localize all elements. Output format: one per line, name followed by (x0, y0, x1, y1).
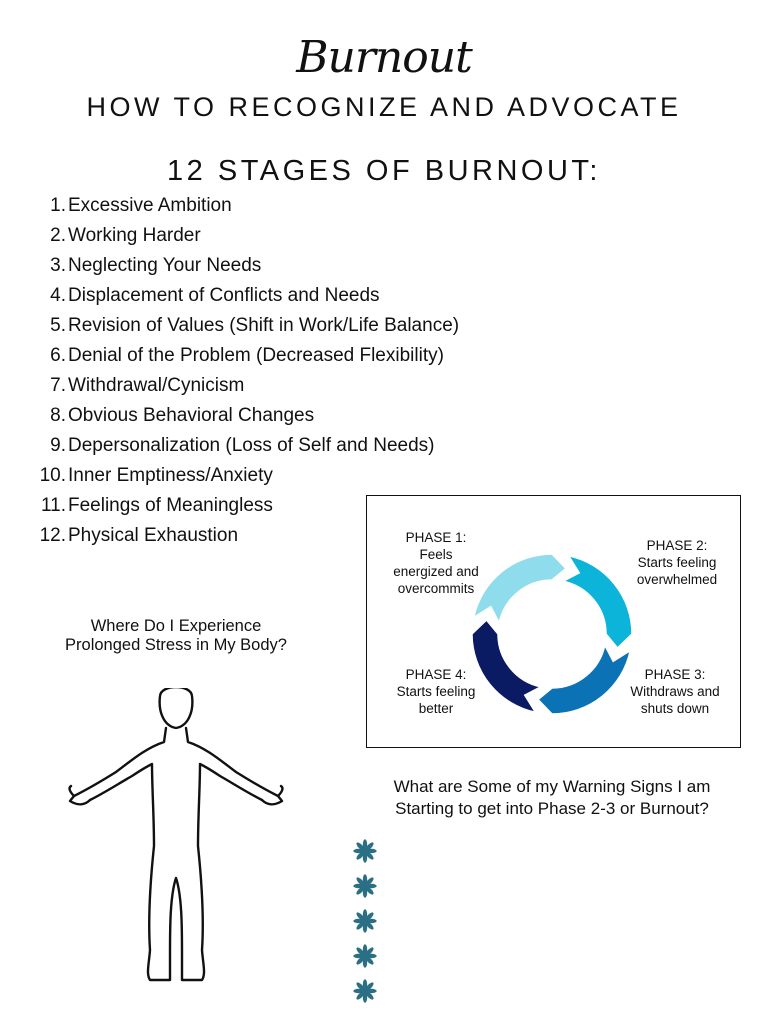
stage-item: 9.Depersonalization (Loss of Self and Ne… (30, 433, 459, 463)
stage-text: Neglecting Your Needs (68, 255, 262, 276)
warning-prompt-line-1: What are Some of my Warning Signs I am (393, 777, 711, 796)
phase-description-line: Withdraws and (630, 684, 720, 699)
stage-text: Obvious Behavioral Changes (68, 405, 315, 426)
phase-2-label: PHASE 2: Starts feeling overwhelmed (621, 537, 733, 588)
stage-number: 8. (50, 405, 66, 426)
phase-3-label: PHASE 3: Withdraws and shuts down (617, 666, 733, 717)
asterisk-flower-icon (353, 944, 377, 968)
phase-name: PHASE 1: (405, 530, 467, 545)
stage-item: 8.Obvious Behavioral Changes (30, 403, 459, 433)
stage-text: Revision of Values (Shift in Work/Life B… (68, 315, 460, 336)
phase-1-label: PHASE 1: Feels energized and overcommits (387, 529, 485, 597)
stage-item: 3.Neglecting Your Needs (30, 253, 459, 283)
phase-description-line: Starts feeling (637, 555, 717, 570)
stage-item: 11.Feelings of Meaningless (30, 493, 459, 523)
stage-item: 7.Withdrawal/Cynicism (30, 373, 459, 403)
phase-description-line: Feels (419, 547, 453, 562)
phase-1-arrow-segment (472, 553, 568, 625)
stage-text: Displacement of Conflicts and Needs (68, 285, 380, 306)
stage-number: 5. (50, 315, 66, 336)
asterisk-flower-icon (353, 839, 377, 863)
phase-name: PHASE 3: (644, 667, 706, 682)
phase-description-line: overwhelmed (636, 572, 718, 587)
stage-number: 7. (50, 375, 66, 396)
asterisk-flower-icon (353, 979, 377, 1003)
stage-item: 12.Physical Exhaustion (30, 523, 459, 553)
phase-description-line: overcommits (397, 581, 475, 596)
stage-item: 2.Working Harder (30, 223, 459, 253)
body-stress-prompt: Where Do I Experience Prolonged Stress i… (40, 617, 312, 655)
burnout-phase-diagram: PHASE 1: Feels energized and overcommits PH… (366, 495, 741, 748)
phase-description-line: Starts feeling (396, 684, 476, 699)
stage-number: 9. (50, 435, 66, 456)
stage-text: Denial of the Problem (Decreased Flexibi… (68, 345, 444, 366)
phase-description-line: better (418, 701, 454, 716)
phase-description-line: energized and (393, 564, 479, 579)
phase-4-arrow-segment (471, 618, 543, 714)
asterisk-flower-icon (353, 874, 377, 898)
phase-name: PHASE 4: (405, 667, 467, 682)
stage-item: 4.Displacement of Conflicts and Needs (30, 283, 459, 313)
phase-3-arrow-segment (536, 643, 632, 715)
stage-text: Physical Exhaustion (68, 525, 239, 546)
phase-name: PHASE 2: (646, 538, 708, 553)
stage-number: 6. (50, 345, 66, 366)
stage-text: Excessive Ambition (68, 195, 232, 216)
stage-number: 2. (50, 225, 66, 246)
stage-text: Inner Emptiness/Anxiety (68, 465, 273, 486)
stage-text: Feelings of Meaningless (68, 495, 273, 516)
asterisk-flower-icon (353, 909, 377, 933)
stage-item: 6.Denial of the Problem (Decreased Flexi… (30, 343, 459, 373)
stage-item: 10.Inner Emptiness/Anxiety (30, 463, 459, 493)
stage-text: Withdrawal/Cynicism (68, 375, 245, 396)
stage-number: 4. (50, 285, 66, 306)
stage-number: 1. (50, 195, 66, 216)
body-prompt-line-1: Where Do I Experience (90, 617, 262, 635)
phase-description-line: shuts down (640, 701, 710, 716)
warning-signs-prompt: What are Some of my Warning Signs I am S… (356, 776, 748, 820)
stage-number: 10. (39, 465, 66, 486)
stage-item: 1.Excessive Ambition (30, 193, 459, 223)
page-title: Burnout (296, 32, 473, 83)
stage-number: 3. (50, 255, 66, 276)
stage-text: Depersonalization (Loss of Self and Need… (68, 435, 435, 456)
human-figure-outline-icon (68, 688, 284, 982)
phase-cycle-ring (471, 553, 633, 715)
stage-text: Working Harder (68, 225, 201, 246)
phase-4-label: PHASE 4: Starts feeling better (387, 666, 485, 717)
stage-number: 12. (39, 525, 66, 546)
body-prompt-line-2: Prolonged Stress in My Body? (65, 636, 287, 654)
stage-item: 5.Revision of Values (Shift in Work/Life… (30, 313, 459, 343)
stages-heading: 12 STAGES OF BURNOUT: (167, 155, 601, 187)
stage-number: 11. (40, 495, 66, 516)
page-subtitle: HOW TO RECOGNIZE AND ADVOCATE (86, 92, 682, 122)
warning-prompt-line-2: Starting to get into Phase 2-3 or Burnou… (395, 799, 709, 818)
phase-2-arrow-segment (561, 554, 633, 650)
